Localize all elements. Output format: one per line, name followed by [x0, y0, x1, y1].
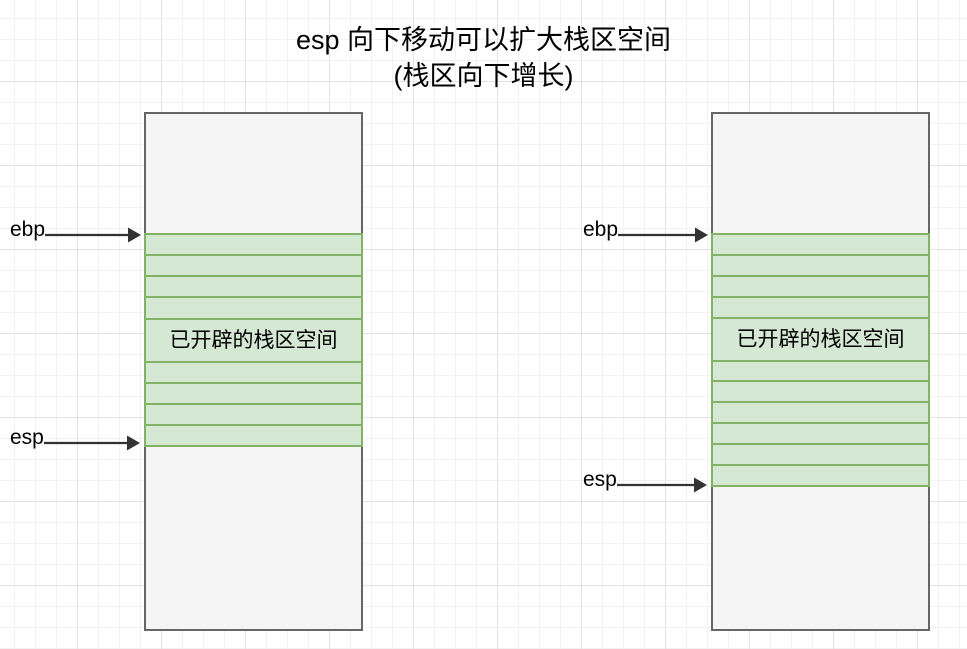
- right-stack-diagram-stack-slot: [711, 274, 930, 298]
- right-stack-diagram-stack-slot: [711, 253, 930, 277]
- right-stack-diagram-stack-slot: [711, 380, 930, 404]
- right-stack-diagram-stack-slot: [711, 443, 930, 467]
- right-stack-diagram-stack-slot: [711, 295, 930, 319]
- left-stack-diagram-stack-slot: [144, 423, 363, 447]
- pointer-arrow-esp: [43, 431, 144, 455]
- title-line-1: esp 向下移动可以扩大栈区空间: [295, 25, 672, 55]
- pointer-arrow-ebp: [618, 223, 711, 247]
- right-stack-diagram-pointer-esp: esp: [583, 469, 711, 497]
- right-stack-diagram-stack-slot: [711, 401, 930, 425]
- right-stack-diagram-stack-slot: [711, 233, 930, 256]
- left-stack-diagram-stack-slot: [144, 254, 363, 278]
- left-stack-diagram-stack-slot: [144, 296, 363, 320]
- left-stack-diagram-stack-slot: [144, 381, 363, 405]
- allocated-region-label: 已开辟的栈区空间: [169, 328, 338, 352]
- pointer-arrow-esp: [616, 473, 711, 497]
- page-title: esp 向下移动可以扩大栈区空间 (栈区向下增长): [0, 22, 967, 94]
- left-stack-diagram-pointer-esp: esp: [10, 427, 144, 455]
- left-stack-diagram-allocated-region: 已开辟的栈区空间: [144, 233, 363, 447]
- pointer-label-ebp: ebp: [10, 217, 46, 241]
- left-stack-diagram-stack-slot: [144, 275, 363, 299]
- left-stack-diagram-stack-slot: [144, 402, 363, 426]
- pointer-label-esp: esp: [583, 467, 617, 491]
- right-stack-diagram-stack-slot: [711, 464, 930, 487]
- right-stack-diagram-stack-slot: [711, 359, 930, 383]
- right-stack-diagram-stack-slot: [711, 422, 930, 446]
- pointer-arrow-ebp: [45, 223, 144, 247]
- left-stack-diagram-stack-slot: [144, 233, 363, 257]
- right-stack-diagram-allocated-label-band: 已开辟的栈区空间: [711, 316, 930, 362]
- left-stack-diagram-allocated-label-band: 已开辟的栈区空间: [144, 317, 363, 363]
- right-stack-diagram-allocated-region: 已开辟的栈区空间: [711, 233, 930, 487]
- title-line-2: (栈区向下增长): [393, 61, 574, 91]
- left-stack-diagram-pointer-ebp: ebp: [10, 219, 144, 247]
- pointer-label-esp: esp: [10, 425, 44, 449]
- left-stack-diagram-stack-slot: [144, 360, 363, 384]
- pointer-label-ebp: ebp: [583, 217, 619, 241]
- allocated-region-label: 已开辟的栈区空间: [736, 327, 905, 351]
- right-stack-diagram-pointer-ebp: ebp: [583, 219, 711, 247]
